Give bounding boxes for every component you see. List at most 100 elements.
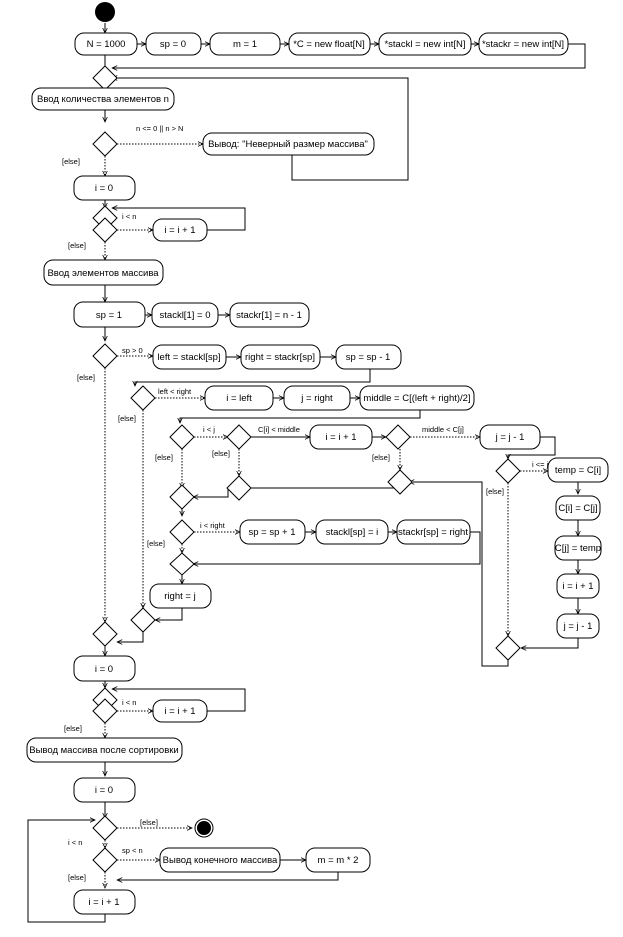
action-label: sp = sp + 1 xyxy=(248,527,295,538)
action-i-inc-2: i = i + 1 xyxy=(309,424,373,450)
action-i-zero-2: i = 0 xyxy=(73,655,136,682)
action-sp-dec: sp = sp - 1 xyxy=(335,344,402,370)
action-label: right = j xyxy=(164,591,195,602)
guard-label: [else] xyxy=(118,414,136,423)
action-input-elements: Ввод элементов массива xyxy=(43,259,164,286)
guard-label: [else] xyxy=(68,873,86,882)
guard-label: i < n xyxy=(122,698,136,707)
action-j-right: j = right xyxy=(283,385,351,411)
guard-label: [else] xyxy=(147,539,165,548)
action-label: N = 1000 xyxy=(87,39,126,50)
action-temp: temp = C[i] xyxy=(547,457,609,483)
action-ci-cj: C[i] = C[j] xyxy=(555,495,601,521)
action-label: right = stackr[sp] xyxy=(245,352,315,363)
action-c-alloc: *C = new float[N] xyxy=(288,32,371,56)
action-label: *stackl = new int[N] xyxy=(384,39,465,50)
guard-label: i < j xyxy=(203,425,215,434)
action-label: Вывод: "Неверный размер массива" xyxy=(208,139,368,150)
action-label: j = right xyxy=(300,393,333,404)
guard-label: sp < n xyxy=(122,846,143,855)
action-label: j = j - 1 xyxy=(495,432,525,443)
guard-label: i < right xyxy=(200,521,226,530)
guard-label: [else] xyxy=(64,724,82,733)
guard-label: [else] xyxy=(486,487,504,496)
action-label: i = i + 1 xyxy=(164,706,195,717)
action-cj-temp: C[j] = temp xyxy=(554,535,602,561)
action-j-dec-1: j = j - 1 xyxy=(479,424,541,450)
action-label: i = left xyxy=(226,393,252,404)
action-label: i = i + 1 xyxy=(325,432,356,443)
action-stackl-1: stackl[1] = 0 xyxy=(151,302,219,328)
action-label: m = m * 2 xyxy=(318,855,359,866)
action-i-left: i = left xyxy=(204,385,274,411)
guard-label: [else] xyxy=(140,818,158,827)
action-label: sp = 1 xyxy=(96,310,122,321)
action-output-final: Вывод конечного массива xyxy=(159,847,281,873)
action-label: C[j] = temp xyxy=(555,543,601,554)
action-sp-inc: sp = sp + 1 xyxy=(239,519,306,545)
guard-label: [else] xyxy=(212,449,230,458)
initial-node xyxy=(95,2,115,22)
action-input-n: Ввод количества элементов n xyxy=(31,87,175,111)
action-stackr-alloc: *stackr = new int[N] xyxy=(478,32,569,56)
action-label: stackr[1] = n - 1 xyxy=(236,310,302,321)
action-label: i = i + 1 xyxy=(88,897,119,908)
guard-label: [else] xyxy=(155,453,173,462)
guard-label: C[i] < middle xyxy=(258,425,300,434)
action-label: stackr[sp] = right xyxy=(398,527,468,538)
action-label: left = stackl[sp] xyxy=(157,352,220,363)
action-stackr-sp: stackr[sp] = right xyxy=(396,519,471,545)
action-label: *stackr = new int[N] xyxy=(482,39,564,50)
guard-label: i < n xyxy=(68,838,82,847)
control-flow-edges xyxy=(27,23,586,923)
guard-label: [else] xyxy=(62,157,80,166)
action-label: stackl[1] = 0 xyxy=(160,310,211,321)
action-i-inc-4: i = i + 1 xyxy=(152,699,208,723)
guard-labels: n <= 0 || n > N [else] i < n [else] sp >… xyxy=(62,124,549,882)
action-i-inc-1: i = i + 1 xyxy=(152,218,208,242)
action-stackl-sp: stackl[sp] = i xyxy=(315,519,389,545)
action-sp-one: sp = 1 xyxy=(73,301,146,328)
action-right-assign: right = stackr[sp] xyxy=(240,344,321,370)
action-label: Ввод элементов массива xyxy=(47,268,159,279)
action-j-dec-2: j = j - 1 xyxy=(556,613,600,639)
action-sp-init: sp = 0 xyxy=(145,32,202,56)
action-label: Ввод количества элементов n xyxy=(37,94,169,105)
action-stackl-alloc: *stackl = new int[N] xyxy=(378,32,472,56)
action-label: C[i] = C[j] xyxy=(558,503,597,514)
action-label: Вывод массива после сортировки xyxy=(29,745,178,756)
action-label: middle = C[(left + right)/2] xyxy=(363,393,470,404)
guard-label: middle < C[j] xyxy=(422,425,464,434)
action-i-inc-3: i = i + 1 xyxy=(556,573,600,599)
guard-label: n <= 0 || n > N xyxy=(136,124,183,133)
action-i-inc-5: i = i + 1 xyxy=(73,889,136,915)
action-label: sp = sp - 1 xyxy=(346,352,391,363)
action-output-sorted: Вывод массива после сортировки xyxy=(26,737,183,763)
action-label: i = i + 1 xyxy=(562,581,593,592)
action-middle: middle = C[(left + right)/2] xyxy=(359,385,475,411)
action-n-init: N = 1000 xyxy=(74,32,138,56)
action-i-zero-1: i = 0 xyxy=(73,175,136,201)
guard-label: sp > 0 xyxy=(122,346,143,355)
action-label: i = 0 xyxy=(95,785,113,796)
final-node xyxy=(194,818,214,838)
action-m-double: m = m * 2 xyxy=(305,847,371,873)
action-i-zero-3: i = 0 xyxy=(73,777,136,803)
action-m-init: m = 1 xyxy=(209,32,281,56)
action-output-bad-size: Вывод: "Неверный размер массива" xyxy=(202,132,375,156)
action-label: *C = new float[N] xyxy=(293,39,365,50)
guard-label: i < n xyxy=(122,212,136,221)
action-label: Вывод конечного массива xyxy=(163,855,278,866)
action-label: m = 1 xyxy=(233,39,257,50)
decision-nodes xyxy=(92,65,521,873)
action-label: i = 0 xyxy=(95,183,113,194)
guard-label: [else] xyxy=(68,241,86,250)
action-label: j = j - 1 xyxy=(563,621,593,632)
guard-label: i <= j xyxy=(532,460,549,469)
guard-label: [else] xyxy=(372,453,390,462)
action-stackr-1: stackr[1] = n - 1 xyxy=(229,302,310,328)
action-label: stackl[sp] = i xyxy=(326,527,379,538)
action-label: i = i + 1 xyxy=(164,225,195,236)
action-label: temp = C[i] xyxy=(555,465,601,476)
